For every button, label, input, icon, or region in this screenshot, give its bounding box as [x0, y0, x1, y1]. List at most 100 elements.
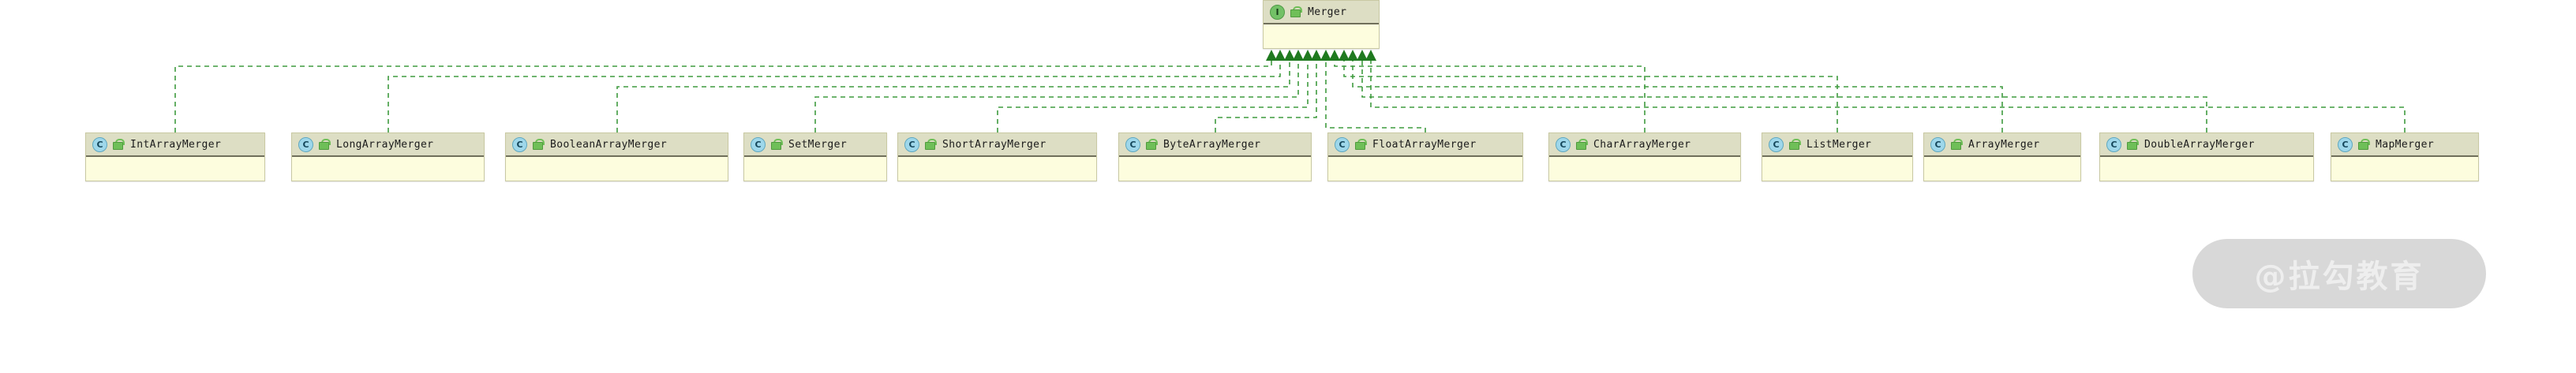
realization-edge — [1370, 59, 2406, 132]
uml-node-root[interactable]: I Merger — [1263, 0, 1380, 49]
realization-arrowhead — [1293, 50, 1304, 61]
node-title: CharArrayMerger — [1593, 138, 1691, 151]
node-header: C ByteArrayMerger — [1119, 133, 1311, 157]
watermark: @拉勾教育 — [2192, 239, 2486, 308]
realization-arrowhead — [1329, 50, 1340, 61]
uml-node[interactable]: C FloatArrayMerger — [1327, 132, 1523, 181]
lock-icon — [1354, 139, 1367, 150]
realization-arrowhead — [1266, 50, 1277, 61]
class-icon: C — [1125, 136, 1140, 152]
node-header: C IntArrayMerger — [86, 133, 264, 157]
node-members-compartment — [2100, 157, 2313, 181]
class-icon: C — [904, 136, 919, 152]
realization-arrowhead — [1302, 50, 1313, 61]
node-title: MapMerger — [2376, 138, 2435, 151]
class-icon: C — [2106, 136, 2121, 152]
node-title: ListMerger — [1807, 138, 1872, 151]
node-members-compartment — [1328, 157, 1522, 181]
uml-node[interactable]: C ShortArrayMerger — [897, 132, 1097, 181]
realization-arrowhead — [1320, 50, 1331, 61]
node-title: SetMerger — [788, 138, 848, 151]
node-title: ShortArrayMerger — [942, 138, 1046, 151]
lock-icon — [318, 139, 331, 150]
node-title: IntArrayMerger — [130, 138, 222, 151]
class-icon: C — [92, 136, 107, 152]
lock-icon — [924, 139, 937, 150]
class-icon: C — [1769, 136, 1784, 152]
node-members-compartment — [86, 157, 264, 181]
node-members-compartment — [2331, 157, 2478, 181]
lock-icon — [1950, 139, 1963, 150]
node-header: C FloatArrayMerger — [1328, 133, 1522, 157]
lock-icon — [1145, 139, 1158, 150]
uml-node[interactable]: C LongArrayMerger — [291, 132, 485, 181]
node-title: Merger — [1308, 6, 1347, 18]
interface-icon: I — [1270, 4, 1285, 20]
realization-edge — [1215, 59, 1317, 132]
realization-arrowhead — [1339, 50, 1350, 61]
realization-edge — [1325, 59, 1426, 132]
node-members-compartment — [1264, 24, 1379, 48]
node-header: I Merger — [1264, 1, 1379, 24]
node-header: C DoubleArrayMerger — [2100, 133, 2313, 157]
realization-edge — [814, 59, 1299, 132]
realization-arrowhead — [1347, 50, 1358, 61]
uml-node[interactable]: C CharArrayMerger — [1548, 132, 1741, 181]
uml-node[interactable]: C ByteArrayMerger — [1118, 132, 1312, 181]
class-icon: C — [1556, 136, 1571, 152]
node-title: DoubleArrayMerger — [2144, 138, 2255, 151]
realization-arrowhead — [1311, 50, 1322, 61]
node-header: C MapMerger — [2331, 133, 2478, 157]
realization-arrowhead — [1275, 50, 1286, 61]
uml-node[interactable]: C MapMerger — [2331, 132, 2479, 181]
lock-icon — [532, 139, 545, 150]
uml-node[interactable]: C IntArrayMerger — [85, 132, 265, 181]
node-title: ArrayMerger — [1968, 138, 2040, 151]
class-icon: C — [1335, 136, 1350, 152]
realization-arrowhead — [1365, 50, 1376, 61]
node-members-compartment — [1924, 157, 2080, 181]
lock-icon — [1575, 139, 1588, 150]
uml-node[interactable]: C SetMerger — [743, 132, 887, 181]
lock-icon — [770, 139, 783, 150]
lock-icon — [2357, 139, 2370, 150]
lock-icon — [1290, 6, 1302, 17]
node-members-compartment — [1549, 157, 1740, 181]
class-icon: C — [2338, 136, 2353, 152]
node-title: ByteArrayMerger — [1163, 138, 1261, 151]
node-header: C SetMerger — [744, 133, 886, 157]
uml-node[interactable]: C DoubleArrayMerger — [2099, 132, 2314, 181]
node-members-compartment — [292, 157, 484, 181]
realization-edge — [1361, 59, 2207, 132]
class-icon: C — [298, 136, 313, 152]
class-icon: C — [512, 136, 527, 152]
uml-node[interactable]: C ArrayMerger — [1923, 132, 2081, 181]
realization-edge — [174, 59, 1272, 132]
lock-icon — [1788, 139, 1801, 150]
node-header: C ShortArrayMerger — [898, 133, 1096, 157]
node-header: C ArrayMerger — [1924, 133, 2080, 157]
node-title: FloatArrayMerger — [1372, 138, 1477, 151]
lock-icon — [2126, 139, 2139, 150]
realization-arrowhead — [1357, 50, 1368, 61]
realization-arrowhead — [1284, 50, 1295, 61]
uml-node[interactable]: C ListMerger — [1762, 132, 1913, 181]
realization-edge — [1334, 59, 1646, 132]
node-members-compartment — [506, 157, 728, 181]
realization-edge — [616, 59, 1290, 132]
node-header: C ListMerger — [1762, 133, 1912, 157]
class-icon: C — [751, 136, 766, 152]
node-members-compartment — [1762, 157, 1912, 181]
node-members-compartment — [898, 157, 1096, 181]
node-title: LongArrayMerger — [336, 138, 434, 151]
class-icon: C — [1930, 136, 1945, 152]
realization-edge — [997, 59, 1309, 132]
node-members-compartment — [1119, 157, 1311, 181]
node-members-compartment — [744, 157, 886, 181]
lock-icon — [112, 139, 125, 150]
node-header: C LongArrayMerger — [292, 133, 484, 157]
